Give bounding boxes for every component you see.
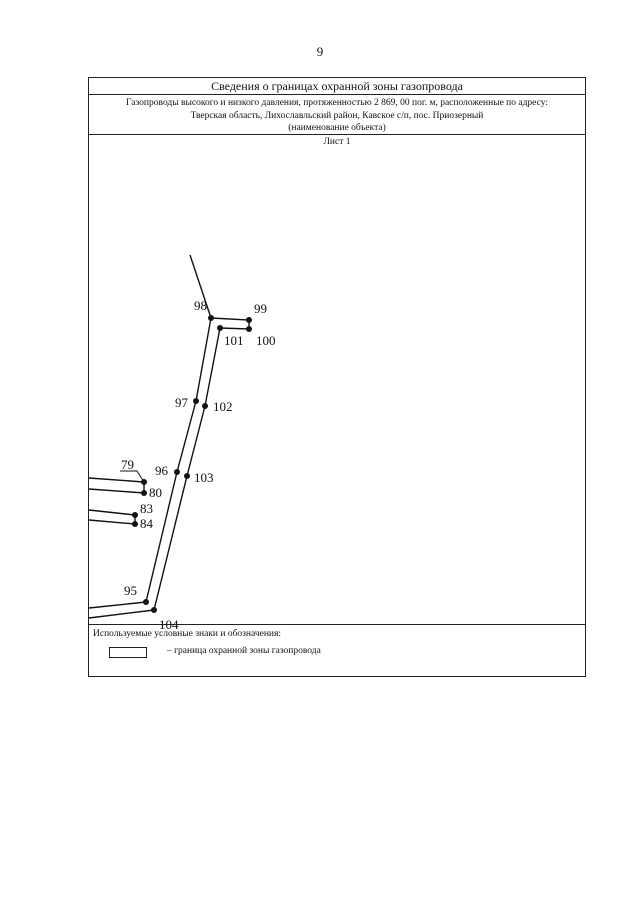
corridor-right-boundary <box>153 327 221 611</box>
boundary-info-frame: Сведения о границах охранной зоны газопр… <box>88 77 586 677</box>
object-line-1: Газопроводы высокого и низкого давления,… <box>126 98 548 108</box>
point-marker <box>141 479 147 485</box>
point-marker <box>208 315 214 321</box>
point-label-79: 79 <box>121 457 134 472</box>
legend-section: Используемые условные знаки и обозначени… <box>89 625 585 678</box>
label-79-leader <box>120 470 145 483</box>
point-label-98: 98 <box>194 298 207 313</box>
point-label-101: 101 <box>224 333 244 348</box>
point-label-104: 104 <box>159 617 179 632</box>
point-label-84: 84 <box>140 516 154 531</box>
object-caption: (наименование объекта) <box>288 123 386 133</box>
document-title: Сведения о границах охранной зоны газопр… <box>89 78 585 95</box>
point-label-97: 97 <box>175 395 189 410</box>
point-marker <box>193 398 199 404</box>
top-box-boundary <box>210 317 250 330</box>
point-marker <box>174 469 180 475</box>
point-marker <box>246 317 252 323</box>
boundary-points <box>132 315 252 613</box>
sheet-label: Лист 1 <box>323 137 351 147</box>
object-description: Газопроводы высокого и низкого давления,… <box>89 95 585 135</box>
legend-item-text: – граница охранной зоны газопровода <box>167 646 321 656</box>
point-label-96: 96 <box>155 463 169 478</box>
branch-95-boundary <box>88 601 147 609</box>
point-marker <box>143 599 149 605</box>
branch-104-boundary <box>88 609 155 619</box>
point-marker <box>151 607 157 613</box>
legend-boundary-symbol <box>109 647 147 658</box>
branch-83-boundary <box>88 509 136 525</box>
boundary-lines <box>88 254 250 619</box>
page-number: 9 <box>316 44 324 59</box>
map-drawing-area: Лист 1 <box>88 135 585 632</box>
point-label-99: 99 <box>254 301 267 316</box>
point-marker <box>217 325 223 331</box>
point-label-95: 95 <box>124 583 137 598</box>
corridor-lower-left-boundary <box>145 317 212 603</box>
point-marker <box>141 490 147 496</box>
point-labels: 98 99 101 100 97 102 96 103 79 80 83 84 … <box>121 298 276 632</box>
point-marker <box>202 403 208 409</box>
point-marker <box>246 326 252 332</box>
point-marker <box>132 521 138 527</box>
corridor-left-boundary <box>189 254 212 319</box>
legend-title: Используемые условные знаки и обозначени… <box>93 629 282 639</box>
point-label-80: 80 <box>149 485 162 500</box>
point-label-103: 103 <box>194 470 214 485</box>
point-marker <box>132 512 138 518</box>
boundary-map: 98 99 101 100 97 102 96 103 79 80 83 84 … <box>88 254 276 632</box>
point-marker <box>184 473 190 479</box>
point-label-100: 100 <box>256 333 276 348</box>
object-line-2: Тверская область, Лихославльский район, … <box>190 110 484 121</box>
point-label-102: 102 <box>213 399 233 414</box>
point-label-83: 83 <box>140 501 153 516</box>
branch-79-boundary <box>88 477 145 494</box>
